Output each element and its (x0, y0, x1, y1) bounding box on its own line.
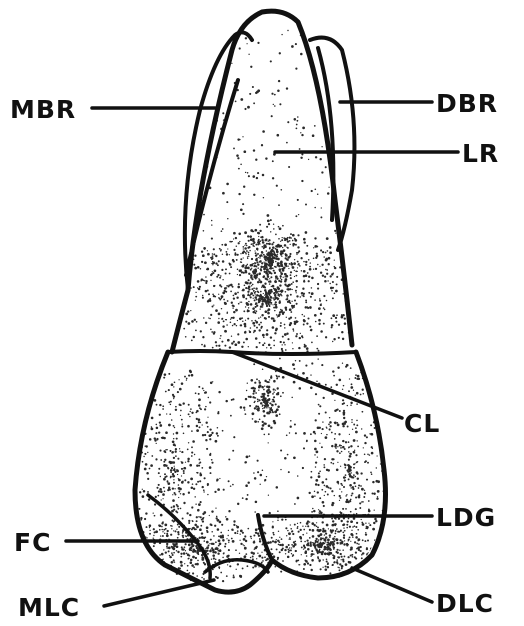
label-lr: LR (462, 139, 499, 168)
label-mbr: MBR (10, 95, 76, 124)
label-fc: FC (14, 528, 51, 557)
label-dbr: DBR (436, 89, 498, 118)
label-dlc: DLC (436, 589, 494, 618)
label-ldg: LDG (436, 503, 496, 532)
label-mlc: MLC (18, 593, 80, 622)
label-cl: CL (404, 409, 440, 438)
